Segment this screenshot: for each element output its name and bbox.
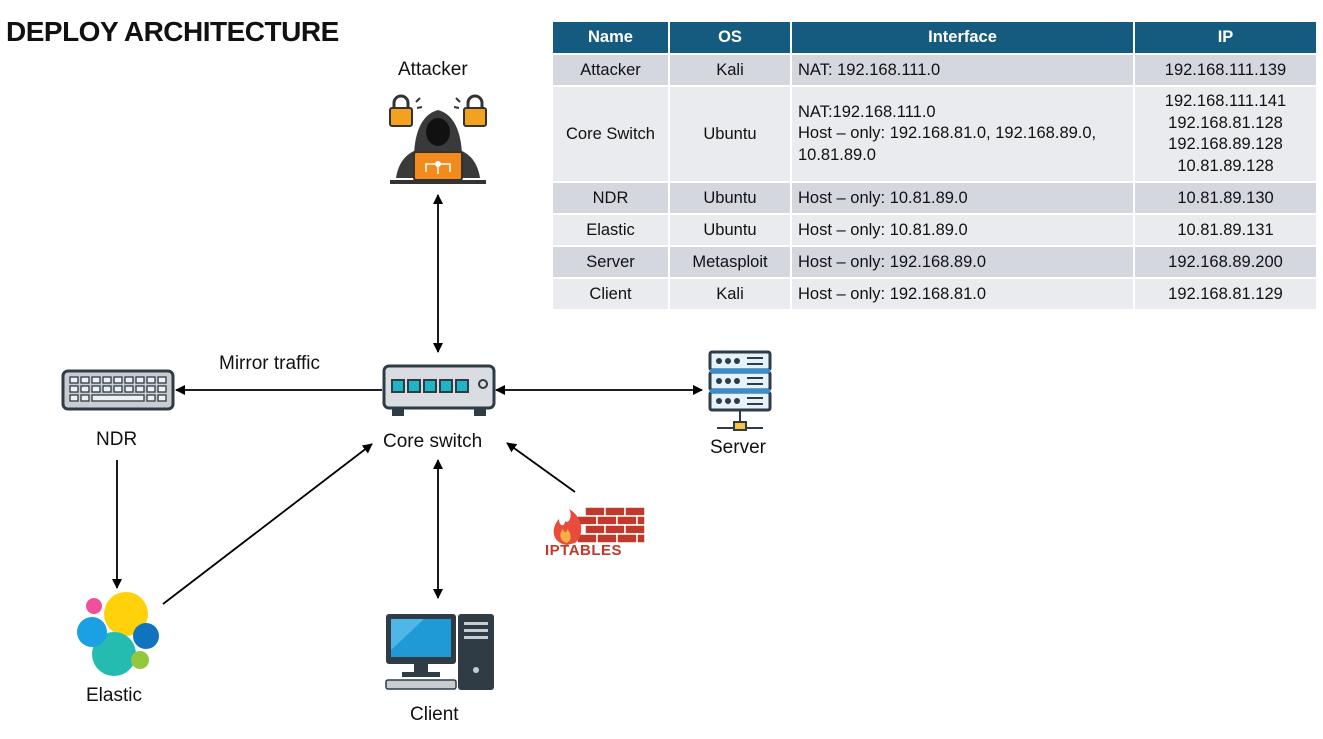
- interface-line: Host – only: 192.168.81.0, 192.168.89.0,: [798, 124, 1097, 143]
- table-row: Core Switch Ubuntu NAT:192.168.111.0 Hos…: [553, 86, 1318, 183]
- ip-line: 192.168.81.128: [1168, 113, 1283, 132]
- cell-name: NDR: [553, 182, 670, 215]
- header-interface: Interface: [791, 22, 1135, 55]
- cell-interface: Host – only: 192.168.81.0: [791, 278, 1135, 311]
- cell-ip: 192.168.111.139: [1134, 54, 1318, 87]
- server-label: Server: [710, 437, 766, 458]
- client-label: Client: [410, 704, 459, 725]
- cell-os: Kali: [669, 54, 792, 87]
- cell-name: Server: [553, 246, 670, 279]
- ip-line: 10.81.89.128: [1177, 156, 1274, 175]
- ip-line: 192.168.111.141: [1164, 92, 1287, 110]
- table-header-row: Name OS Interface IP: [553, 22, 1318, 55]
- cell-interface: Host – only: 192.168.89.0: [791, 246, 1135, 279]
- table-row: Server Metasploit Host – only: 192.168.8…: [553, 246, 1318, 279]
- iptables-label: IPTABLES: [545, 542, 623, 559]
- table-row: Elastic Ubuntu Host – only: 10.81.89.0 1…: [553, 214, 1318, 247]
- table-row: Attacker Kali NAT: 192.168.111.0 192.168…: [553, 54, 1318, 87]
- cell-ip: 192.168.111.141 192.168.81.128 192.168.8…: [1134, 86, 1318, 183]
- elastic-switch-link: [162, 443, 373, 605]
- cell-name: Elastic: [553, 214, 670, 247]
- cell-name: Client: [553, 278, 670, 311]
- keyboard-icon: [61, 369, 175, 416]
- table-row: NDR Ubuntu Host – only: 10.81.89.0 10.81…: [553, 182, 1318, 215]
- network-switch-icon: [382, 364, 496, 425]
- cell-os: Ubuntu: [669, 214, 792, 247]
- hacker-icon: [386, 94, 490, 191]
- cell-interface: Host – only: 10.81.89.0: [791, 182, 1135, 215]
- cell-interface: NAT:192.168.111.0 Host – only: 192.168.8…: [791, 86, 1135, 183]
- server-rack-icon: [707, 350, 773, 437]
- firewall-icon: [545, 505, 653, 566]
- header-os: OS: [669, 22, 792, 55]
- cell-ip: 192.168.89.200: [1134, 246, 1318, 279]
- attacker-label: Attacker: [398, 59, 468, 80]
- ip-line: 192.168.89.128: [1168, 135, 1283, 153]
- cell-interface: Host – only: 10.81.89.0: [791, 214, 1135, 247]
- ndr-label: NDR: [96, 429, 138, 450]
- desktop-computer-icon: [384, 612, 496, 697]
- cell-os: Kali: [669, 278, 792, 311]
- table-row: Client Kali Host – only: 192.168.81.0 19…: [553, 278, 1318, 311]
- cell-name: Core Switch: [553, 86, 670, 183]
- iptables-switch-link: [506, 442, 576, 493]
- cell-interface: NAT: 192.168.111.0: [791, 54, 1135, 87]
- core-switch-label: Core switch: [383, 431, 483, 452]
- interface-line: 10.81.89.0: [798, 145, 876, 164]
- cell-ip: 192.168.81.129: [1134, 278, 1318, 311]
- elastic-label: Elastic: [86, 685, 142, 706]
- cell-name: Attacker: [553, 54, 670, 87]
- header-ip: IP: [1134, 22, 1318, 55]
- cell-ip: 10.81.89.130: [1134, 182, 1318, 215]
- mirror-traffic-label: Mirror traffic: [219, 353, 320, 374]
- interface-line: NAT:192.168.111.0: [798, 102, 936, 121]
- cell-os: Metasploit: [669, 246, 792, 279]
- cell-os: Ubuntu: [669, 182, 792, 215]
- cell-os: Ubuntu: [669, 86, 792, 183]
- header-name: Name: [553, 22, 670, 55]
- elastic-logo-icon: [72, 590, 162, 685]
- network-table: Name OS Interface IP Attacker Kali NAT: …: [553, 22, 1318, 311]
- cell-ip: 10.81.89.131: [1134, 214, 1318, 247]
- page-title: DEPLOY ARCHITECTURE: [6, 16, 339, 47]
